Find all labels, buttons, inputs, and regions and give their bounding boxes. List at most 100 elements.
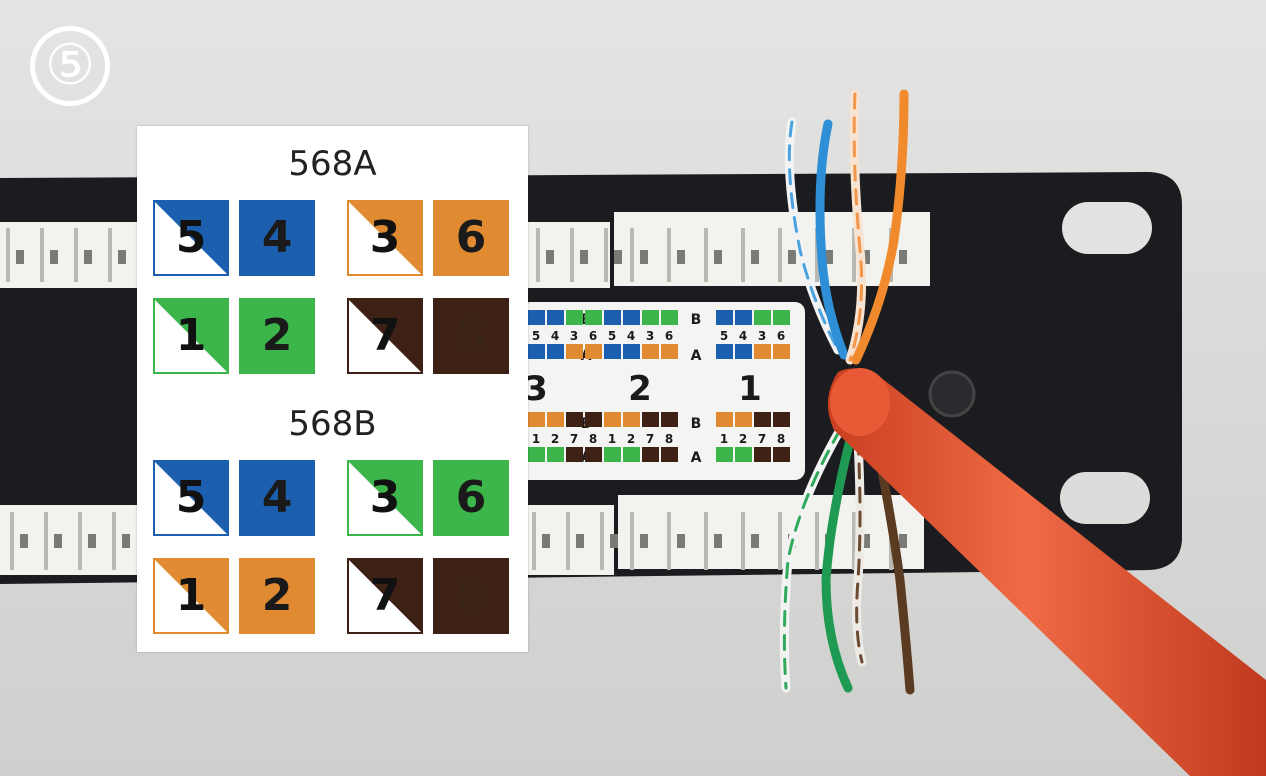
pin-2-green-568a: 2 (239, 298, 315, 374)
color-code-square (735, 344, 752, 359)
terminal-slot (667, 228, 671, 282)
terminal-contact (610, 534, 618, 548)
pin-4-blue-568b: 4 (239, 460, 315, 536)
orange-cable (827, 368, 1266, 776)
terminal-slot (778, 228, 782, 282)
terminal-slot (112, 512, 116, 570)
color-code-square (661, 344, 678, 359)
color-code-square (547, 412, 564, 427)
terminal-slot (6, 228, 10, 282)
color-code-square (566, 447, 583, 462)
pin-digit: 1 (532, 432, 540, 446)
color-code-square (773, 412, 790, 427)
color-code-square (773, 344, 790, 359)
pin-digit: 8 (665, 432, 673, 446)
terminal-slot (570, 228, 574, 282)
pin-digit: 3 (646, 329, 654, 343)
color-code-square (642, 447, 659, 462)
pin-digit: 5 (532, 329, 540, 343)
color-code-square (642, 412, 659, 427)
pin-3-green-white-stripe-568b: 3 (347, 460, 423, 536)
pin-digit: 6 (665, 329, 673, 343)
pin-digit: 7 (646, 432, 654, 446)
pin-digit: 1 (720, 432, 728, 446)
terminal-contact (122, 534, 130, 548)
pin-7-brown-white-stripe-568a: 7 (347, 298, 423, 374)
color-code-square (585, 344, 602, 359)
port-number: 3 (524, 369, 548, 409)
pin-number: 2 (261, 570, 293, 621)
terminal-contact (84, 250, 92, 264)
pin-number: 1 (175, 570, 207, 621)
color-code-square (585, 310, 602, 325)
stripe-triangle (349, 560, 421, 632)
terminal-contact (862, 534, 870, 548)
pair-letter: A (691, 348, 702, 364)
color-code-square (642, 344, 659, 359)
standard-568b-title: 568B (288, 404, 377, 444)
top-terminal-teeth (6, 228, 907, 282)
color-code-square (623, 447, 640, 462)
color-code-square (528, 344, 545, 359)
pin-digit: 2 (739, 432, 747, 446)
panel-label-marks: 321BABABABA543612785436127854361278 (524, 310, 790, 466)
pin-number: 8 (455, 570, 487, 621)
port-number: 1 (738, 369, 762, 409)
terminal-contact (50, 250, 58, 264)
stripe-triangle (349, 462, 421, 534)
color-code-square (754, 344, 771, 359)
terminal-contact (546, 250, 554, 264)
pin-1-orange-white-stripe-568b: 1 (153, 558, 229, 634)
terminal-contact (118, 250, 126, 264)
terminal-slot (600, 512, 604, 570)
color-code-square (566, 310, 583, 325)
color-code-square (566, 412, 583, 427)
color-code-square (735, 412, 752, 427)
color-code-square (642, 310, 659, 325)
terminal-contact (580, 250, 588, 264)
terminal-slot (536, 228, 540, 282)
pin-digit: 2 (551, 432, 559, 446)
pin-digit: 8 (589, 432, 597, 446)
pin-digit: 4 (627, 329, 635, 343)
color-code-square (623, 412, 640, 427)
port-number: 2 (628, 369, 652, 409)
pin-7-brown-white-stripe-568b: 7 (347, 558, 423, 634)
panel-screw (928, 370, 976, 418)
terminal-slot (741, 512, 745, 570)
pin-number: 7 (369, 310, 401, 361)
terminal-contact (576, 534, 584, 548)
pin-number: 4 (261, 212, 293, 263)
terminal-contact (677, 250, 685, 264)
color-code-square (604, 412, 621, 427)
color-code-square (773, 447, 790, 462)
terminal-slot (74, 228, 78, 282)
color-code-square (528, 412, 545, 427)
step-number-badge: ⑤ (30, 26, 110, 106)
pin-number: 4 (261, 472, 293, 523)
pin-number: 3 (369, 212, 401, 263)
pin-3-orange-white-stripe-568a: 3 (347, 200, 423, 276)
pin-digit: 4 (739, 329, 747, 343)
pin-2-orange-568b: 2 (239, 558, 315, 634)
terminal-contact (899, 250, 907, 264)
stripe-triangle (155, 462, 227, 534)
terminal-slot (704, 512, 708, 570)
pin-8-brown-568b: 8 (433, 558, 509, 634)
color-code-square (585, 447, 602, 462)
terminal-slot (630, 228, 634, 282)
terminal-contact (862, 250, 870, 264)
pin-number: 2 (261, 310, 293, 361)
terminal-contact (899, 534, 907, 548)
terminal-contact (88, 534, 96, 548)
pin-digit: 5 (608, 329, 616, 343)
color-code-square (773, 310, 790, 325)
terminal-slot (704, 228, 708, 282)
pin-1-green-white-stripe-568a: 1 (153, 298, 229, 374)
color-code-square (754, 310, 771, 325)
mount-hole-top (1062, 202, 1152, 254)
pin-number: 5 (175, 212, 207, 263)
terminal-contact (16, 250, 24, 264)
